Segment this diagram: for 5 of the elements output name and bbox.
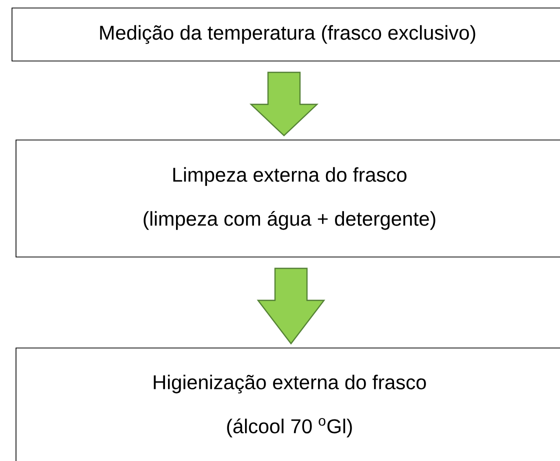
process-box: Medição da temperatura (frasco exclusivo) — [12, 8, 560, 62]
block-arrow — [250, 72, 319, 136]
process-box: Limpeza externa do frasco (limpeza com água + detergente) — [16, 140, 560, 258]
process-box: Higienização externa do frasco (álcool 70 $^{o}$Gl) — [16, 348, 560, 461]
block-arrow — [256, 268, 326, 345]
